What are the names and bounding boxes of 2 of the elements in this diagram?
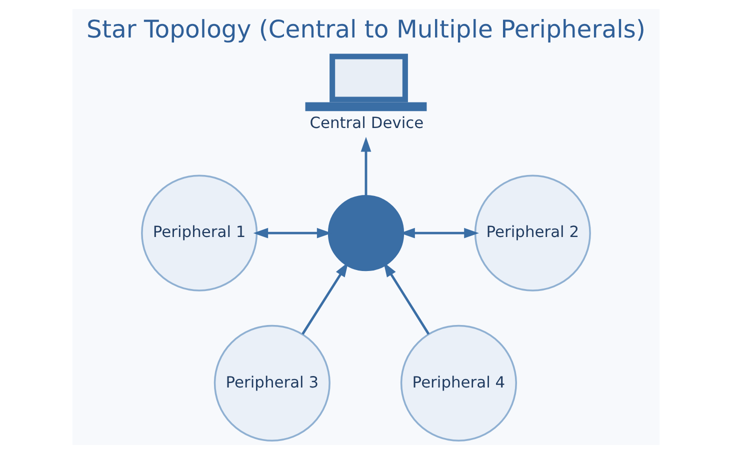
diagram-title: Star Topology (Central to Multiple Peripherals) [86, 14, 646, 43]
node-label: Central Device [310, 113, 424, 132]
